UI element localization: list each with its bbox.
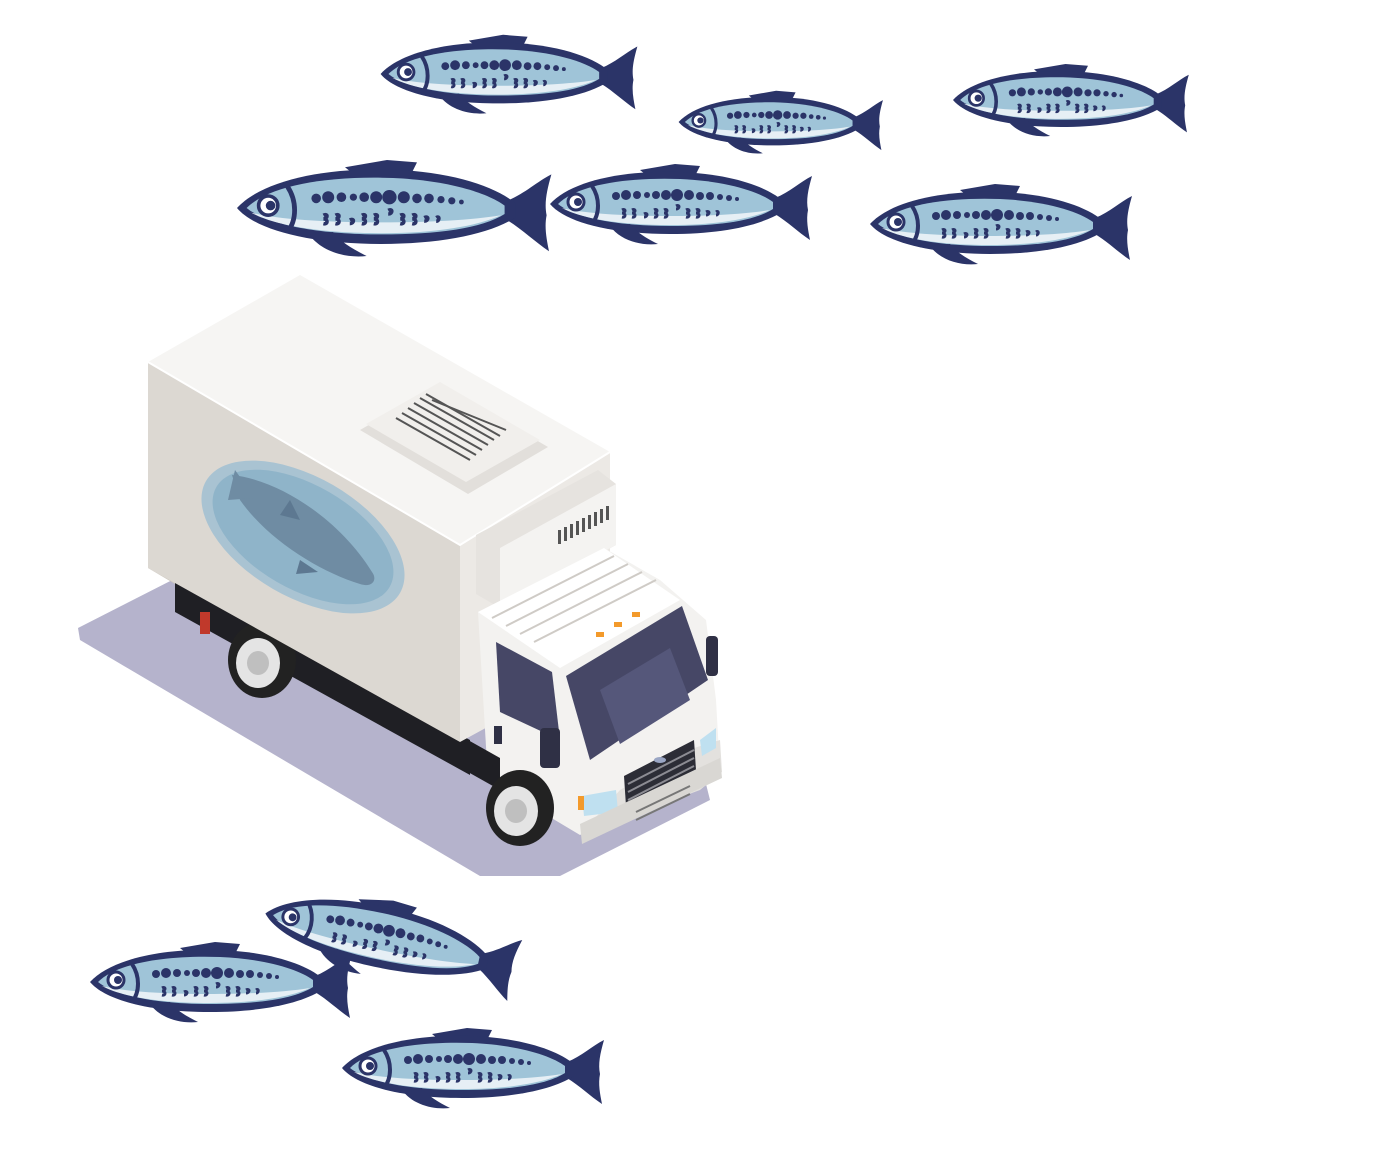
grille <box>624 740 696 806</box>
refrigerated-truck-icon <box>78 275 722 876</box>
fish-bottom-3 <box>340 1026 606 1111</box>
fish-top-3 <box>951 62 1191 139</box>
roof-marker-lights <box>596 612 640 637</box>
fish-top-4 <box>237 160 551 256</box>
fish-top-2 <box>677 89 885 156</box>
headlight-left <box>582 790 618 816</box>
roof-refrigeration-unit <box>360 382 548 494</box>
fish-logo-icon <box>201 460 405 614</box>
front-wheel <box>468 740 554 846</box>
side-window <box>496 642 560 740</box>
headlight-right <box>700 728 716 756</box>
fish-top-6 <box>868 182 1134 267</box>
fish-top-5 <box>548 162 814 247</box>
fish-bottom-2 <box>88 940 354 1025</box>
front-refrigeration-unit <box>476 470 616 608</box>
fish-top-1 <box>378 32 640 116</box>
